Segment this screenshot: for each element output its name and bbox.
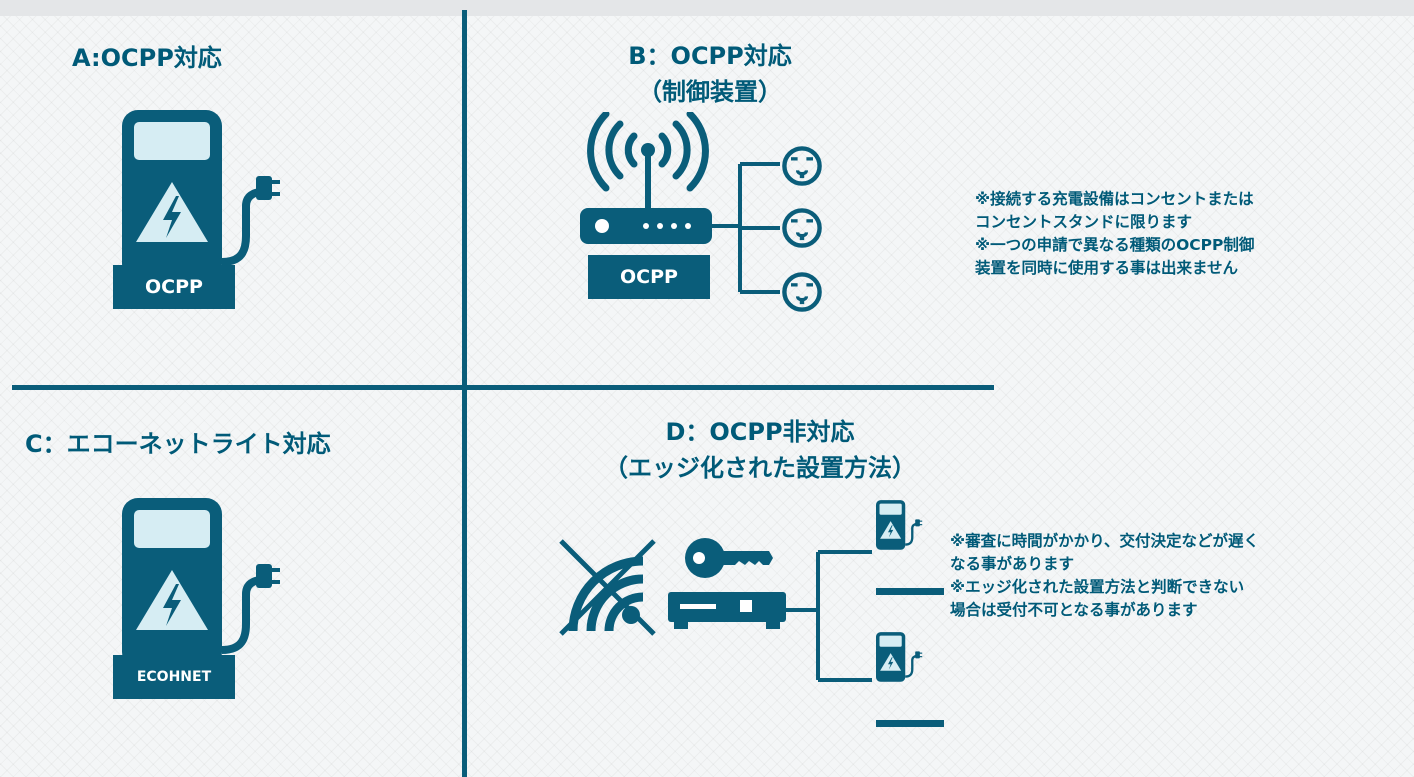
ocpp-tag: OCPP bbox=[588, 255, 710, 299]
wifi-router-icon bbox=[580, 112, 712, 244]
ocpp-tag: OCPP bbox=[113, 265, 235, 309]
key-icon bbox=[685, 538, 773, 578]
quadrant-d-title-line1: D：OCPP非対応 bbox=[665, 418, 855, 446]
ecohnet-tag: ECOHNET bbox=[113, 655, 235, 699]
ev-charger-icon bbox=[122, 498, 282, 668]
quadrant-c-title: C：エコーネットライト対応 bbox=[25, 430, 331, 458]
note-line: ※審査に時間がかかり、交付決定などが遅く bbox=[950, 532, 1259, 550]
ev-charger-icon bbox=[122, 110, 282, 280]
power-outlet-icon bbox=[780, 144, 824, 188]
power-outlet-icon bbox=[780, 206, 824, 250]
quadrant-b-title-line1: B：OCPP対応 bbox=[628, 42, 792, 70]
note-line: ※エッジ化された設置方法と判断できない bbox=[950, 578, 1245, 596]
note-line: ※接続する充電設備はコンセントまたは bbox=[975, 190, 1254, 208]
note-line: ※一つの申請で異なる種類のOCPP制御 bbox=[975, 236, 1255, 254]
note-line: コンセントスタンドに限ります bbox=[975, 213, 1193, 231]
horizontal-divider-right bbox=[466, 385, 994, 390]
quadrant-a-title: A:OCPP対応 bbox=[72, 44, 222, 72]
ev-charger-icon bbox=[876, 500, 944, 595]
connector-lines bbox=[786, 550, 872, 682]
quadrant-b-title-line2: （制御装置） bbox=[638, 78, 782, 106]
quadrant-b-note: ※接続する充電設備はコンセントまたは コンセントスタンドに限ります ※一つの申請… bbox=[975, 188, 1254, 280]
outlet-connector-lines bbox=[712, 162, 780, 294]
horizontal-divider-left bbox=[12, 385, 464, 390]
note-line: 場合は受付不可となる事があります bbox=[950, 601, 1198, 619]
quadrant-d-title-line2: （エッジ化された設置方法） bbox=[604, 454, 916, 482]
note-line: なる事があります bbox=[950, 555, 1075, 573]
power-outlet-icon bbox=[780, 270, 824, 314]
no-signal-icon bbox=[559, 539, 656, 636]
vertical-divider bbox=[462, 10, 467, 777]
top-strip bbox=[0, 0, 1414, 16]
ev-charger-icon bbox=[876, 632, 944, 727]
quadrant-d-note: ※審査に時間がかかり、交付決定などが遅く なる事があります ※エッジ化された設置… bbox=[950, 530, 1259, 622]
note-line: 装置を同時に使用する事は出来ません bbox=[975, 259, 1239, 277]
network-device-icon bbox=[668, 592, 786, 629]
